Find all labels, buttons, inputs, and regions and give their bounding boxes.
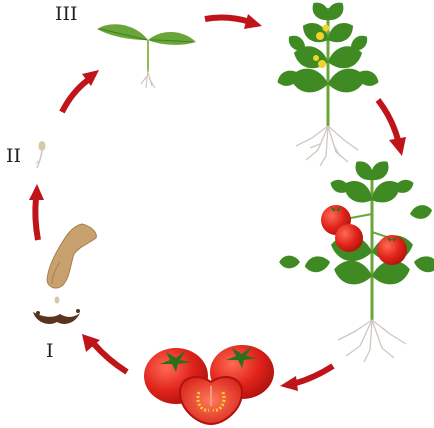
arrow-upper-left [62,70,99,112]
seed-and-soil-illustration [33,224,96,324]
germinating-seed-illustration [36,141,46,168]
arrow-top [205,14,262,29]
seed-icon [55,297,60,304]
arrow-bottom-left [82,334,127,372]
arrow-bottom-right [280,366,333,391]
soil-icon [33,312,80,324]
tomato-slice-icon [180,377,242,424]
stage-label-iii: III [55,5,78,24]
fruiting-plant-illustration [279,157,434,362]
arrow-left [29,184,44,240]
ripe-tomatoes-illustration [144,345,274,424]
arrow-right-upper [378,100,406,156]
stage-label-ii: II [6,147,21,166]
flowering-plant-illustration [275,0,381,166]
hand-icon [47,224,96,288]
stage-label-i: I [46,342,54,361]
seedling-illustration [97,24,196,88]
